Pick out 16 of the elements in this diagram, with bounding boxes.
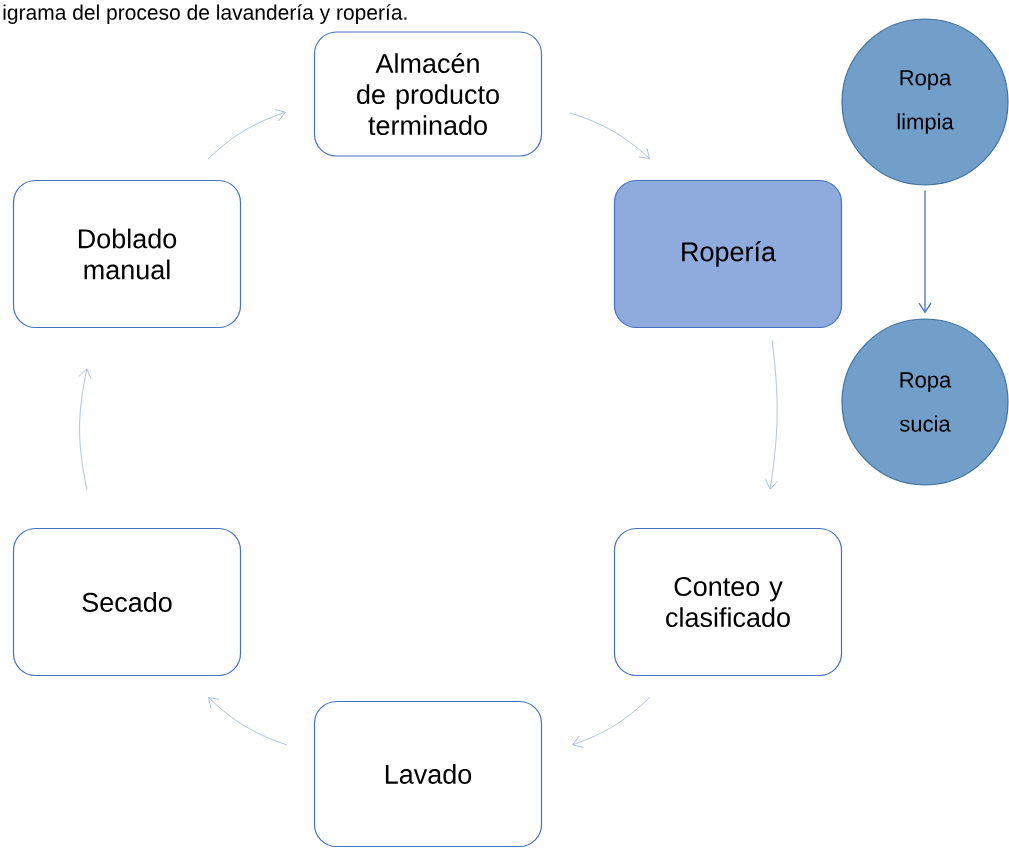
circle-node: Ropa limpia xyxy=(841,18,1009,186)
circle-node: Ropa sucia xyxy=(841,318,1009,486)
arrow xyxy=(78,368,92,491)
process-box: Secado xyxy=(12,527,242,677)
arrow xyxy=(572,696,651,748)
process-box: Ropería xyxy=(613,179,843,329)
arrow xyxy=(569,112,650,159)
title: igrama del proceso de lavandería y ropería. xyxy=(3,4,407,24)
process-box: Conteo y clasificado xyxy=(613,527,843,677)
arrow xyxy=(207,109,286,160)
process-box: Almacén de producto terminado xyxy=(313,31,543,157)
process-box: Doblado manual xyxy=(12,179,242,329)
arrow xyxy=(918,189,932,314)
arrow xyxy=(208,697,288,746)
arrow xyxy=(765,339,778,490)
process-box: Lavado xyxy=(313,700,543,848)
